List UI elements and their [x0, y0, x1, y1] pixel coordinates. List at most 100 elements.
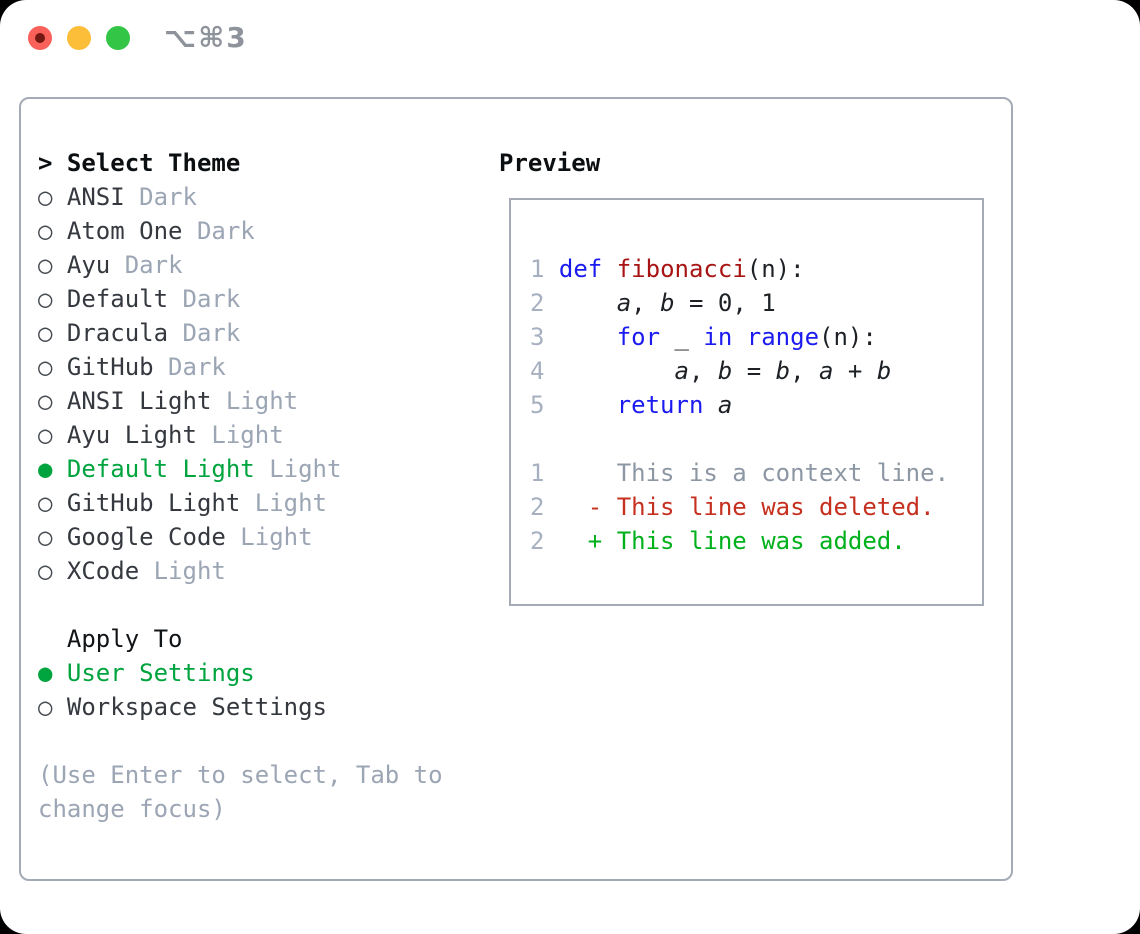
- radio-unselected-icon: ○: [38, 217, 53, 245]
- apply-option[interactable]: ○ Workspace Settings: [38, 690, 488, 724]
- theme-option[interactable]: ○ GitHub Light Light: [38, 486, 488, 520]
- spacer: [530, 422, 982, 456]
- theme-option[interactable]: ○ Default Dark: [38, 282, 488, 316]
- theme-option[interactable]: ○ ANSI Dark: [38, 180, 488, 214]
- theme-variant: Light: [240, 489, 327, 517]
- code-block: 1 def fibonacci(n): 2 a, b = 0, 1 3 for _ …: [530, 252, 982, 422]
- theme-option[interactable]: ○ Google Code Light: [38, 520, 488, 554]
- line-number: 2: [530, 527, 545, 555]
- code-token: (n):: [819, 323, 877, 351]
- diff-line-deleted: 2 - This line was deleted.: [530, 490, 982, 524]
- theme-variant: Dark: [110, 251, 183, 279]
- code-token: =: [732, 357, 776, 385]
- theme-option[interactable]: ○ Ayu Light Light: [38, 418, 488, 452]
- code-token: [559, 357, 675, 385]
- line-number: 3: [530, 323, 559, 351]
- code-token: [703, 391, 717, 419]
- code-token: range: [746, 323, 820, 351]
- theme-option[interactable]: ○ Ayu Dark: [38, 248, 488, 282]
- cursor-icon: >: [38, 149, 53, 177]
- apply-option-label: Workspace Settings: [66, 693, 327, 721]
- theme-variant: Light: [254, 455, 342, 483]
- code-token: [559, 391, 617, 419]
- code-token: in: [703, 323, 733, 351]
- theme-name: Dracula: [66, 319, 169, 347]
- radio-unselected-icon: ○: [38, 489, 53, 517]
- code-token: [559, 289, 617, 317]
- theme-option[interactable]: ○ GitHub Dark: [38, 350, 488, 384]
- code-token: for: [616, 323, 661, 351]
- code-token: b: [717, 357, 733, 385]
- diff-text: + This line was added.: [544, 527, 906, 555]
- zoom-button[interactable]: [106, 26, 130, 50]
- radio-selected-icon: ●: [38, 659, 53, 687]
- apply-option[interactable]: ● User Settings: [38, 656, 488, 690]
- code-token: a: [616, 289, 632, 317]
- line-number: 2: [530, 493, 545, 521]
- line-number: 1: [530, 459, 545, 487]
- theme-variant: Light: [196, 421, 284, 449]
- minimize-button[interactable]: [67, 26, 91, 50]
- apply-to-list: ● User Settings○ Workspace Settings: [38, 656, 488, 724]
- radio-unselected-icon: ○: [38, 557, 53, 585]
- apply-option-label: User Settings: [66, 659, 255, 687]
- theme-name: Ayu Light: [66, 421, 197, 449]
- radio-unselected-icon: ○: [38, 353, 53, 381]
- theme-option[interactable]: ○ ANSI Light Light: [38, 384, 488, 418]
- theme-variant: Light: [211, 387, 299, 415]
- code-token: (n):: [746, 255, 805, 283]
- radio-unselected-icon: ○: [38, 523, 53, 551]
- code-token: ,: [631, 289, 661, 317]
- theme-name: XCode: [66, 557, 140, 585]
- code-line: 5 return a: [530, 388, 982, 422]
- close-button-dot-icon: [35, 33, 45, 43]
- diff-line-context: 1 This is a context line.: [530, 456, 982, 490]
- theme-variant: Dark: [124, 183, 197, 211]
- radio-unselected-icon: ○: [38, 183, 53, 211]
- diff-block: 1 This is a context line.2 - This line w…: [530, 456, 982, 558]
- code-token: [559, 323, 617, 351]
- select-theme-header: > Select Theme: [38, 146, 488, 180]
- radio-unselected-icon: ○: [38, 285, 53, 313]
- theme-name: Ayu: [66, 251, 111, 279]
- theme-name: Atom One: [66, 217, 183, 245]
- code-token: b: [775, 357, 791, 385]
- line-number: 1: [530, 255, 559, 283]
- theme-variant: Dark: [153, 353, 226, 381]
- theme-option[interactable]: ○ Atom One Dark: [38, 214, 488, 248]
- theme-variant: Light: [139, 557, 226, 585]
- code-token: a: [674, 357, 689, 385]
- theme-option[interactable]: ○ XCode Light: [38, 554, 488, 588]
- theme-option[interactable]: ○ Dracula Dark: [38, 316, 488, 350]
- preview-box: 1 def fibonacci(n): 2 a, b = 0, 1 3 for _ …: [509, 198, 984, 606]
- radio-unselected-icon: ○: [38, 421, 53, 449]
- preview-title: Preview: [499, 149, 601, 177]
- code-token: [732, 323, 746, 351]
- code-token: +: [833, 357, 877, 385]
- theme-name: ANSI Light: [66, 387, 212, 415]
- code-token: ,: [790, 357, 820, 385]
- radio-unselected-icon: ○: [38, 693, 53, 721]
- line-number: 2: [530, 289, 559, 317]
- theme-variant: Light: [225, 523, 313, 551]
- close-button[interactable]: [28, 26, 52, 50]
- radio-unselected-icon: ○: [38, 251, 53, 279]
- theme-name: GitHub: [66, 353, 154, 381]
- theme-option[interactable]: ● Default Light Light: [38, 452, 488, 486]
- radio-unselected-icon: ○: [38, 319, 53, 347]
- code-token: = 0, 1: [674, 289, 776, 317]
- code-token: b: [876, 357, 892, 385]
- hint-text: (Use Enter to select, Tab to change focu…: [38, 761, 443, 823]
- code-token: ,: [688, 357, 718, 385]
- code-line: 3 for _ in range(n):: [530, 320, 982, 354]
- code-token: return: [616, 391, 704, 419]
- code-line: 1 def fibonacci(n):: [530, 252, 982, 286]
- code-line: 4 a, b = b, a + b: [530, 354, 982, 388]
- diff-text: This is a context line.: [544, 459, 950, 487]
- diff-line-added: 2 + This line was added.: [530, 524, 982, 558]
- line-number: 5: [530, 391, 559, 419]
- theme-name: Google Code: [66, 523, 226, 551]
- code-token: fibonacci: [616, 255, 747, 283]
- code-token: _: [660, 323, 704, 351]
